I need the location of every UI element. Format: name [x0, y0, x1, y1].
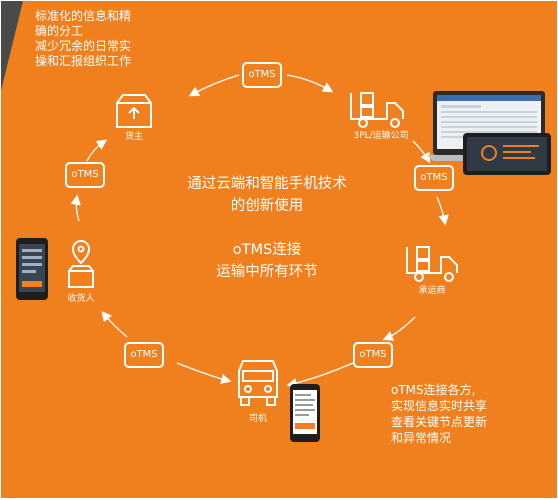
- corner-shade: [1, 1, 23, 91]
- note-line: 和异常情况: [391, 431, 452, 445]
- intro-text: 标准化的信息和精 确的分工 减少冗余的日常实 操和汇报组织工作: [35, 9, 185, 69]
- node-driver-label: 司机: [248, 414, 267, 424]
- center-headline: 通过云端和智能手机技术 的创新使用: [151, 173, 383, 217]
- arrow-right-lower: [382, 316, 416, 341]
- center-subheadline: oTMS连接 运输中所有环节: [151, 239, 383, 283]
- truck-boxes-icon: [406, 246, 458, 282]
- truck-front-icon: [238, 360, 278, 406]
- node-3pl-label: 3PL/运输公司: [353, 131, 409, 141]
- node-shipper: 货主: [109, 89, 159, 143]
- box-icon: [116, 94, 152, 128]
- node-shipper-label: 货主: [124, 132, 143, 142]
- node-3pl: 3PL/运输公司: [341, 87, 421, 143]
- truck-boxes-icon: [350, 92, 404, 128]
- otms-badge: oTMS: [353, 342, 393, 368]
- arrow-left-mid: [70, 194, 81, 222]
- note-text: oTMS连接各方, 实现信息实时共享 查看关键节点更新 和异常情况: [391, 382, 531, 446]
- otms-badge: oTMS: [242, 62, 282, 88]
- otms-badge: oTMS: [124, 342, 164, 368]
- intro-line: 减少冗余的日常实: [35, 39, 132, 53]
- arrow-left-lower: [101, 311, 128, 338]
- arrow-left-upper: [86, 139, 108, 162]
- phone-bottom-image: [290, 384, 320, 442]
- center-line-4: 运输中所有环节: [216, 264, 318, 280]
- arrow-right-upper-out: [436, 196, 449, 226]
- node-subcontractor: 承运商: [399, 241, 465, 296]
- note-line: oTMS连接各方,: [391, 383, 476, 397]
- laptop-tablet-image: [427, 91, 551, 175]
- center-line-3: oTMS连接: [232, 242, 302, 258]
- node-subcontractor-label: 承运商: [418, 286, 446, 296]
- center-line-2: 的创新使用: [230, 198, 304, 214]
- arrow-top-right: [286, 74, 334, 93]
- node-consignee-label: 收货人: [67, 294, 95, 304]
- node-driver: 司机: [233, 357, 283, 424]
- node-consignee: 收货人: [61, 239, 101, 304]
- intro-line: 操和汇报组织工作: [35, 54, 132, 68]
- phone-left-image: [16, 238, 48, 300]
- arrow-right-upper-in: [412, 140, 431, 164]
- arrow-top-left: [188, 74, 240, 97]
- location-box-icon: [68, 240, 94, 288]
- otms-badge: oTMS: [65, 162, 105, 188]
- intro-line: 确的分工: [35, 24, 84, 38]
- arrow-bottom-right: [286, 362, 354, 389]
- intro-line: 标准化的信息和精: [35, 9, 132, 23]
- otms-badge: oTMS: [414, 165, 454, 191]
- arrow-bottom-left: [176, 362, 232, 384]
- center-line-1: 通过云端和智能手机技术: [187, 176, 347, 192]
- note-line: 实现信息实时共享: [391, 399, 488, 413]
- note-line: 查看关键节点更新: [391, 415, 488, 429]
